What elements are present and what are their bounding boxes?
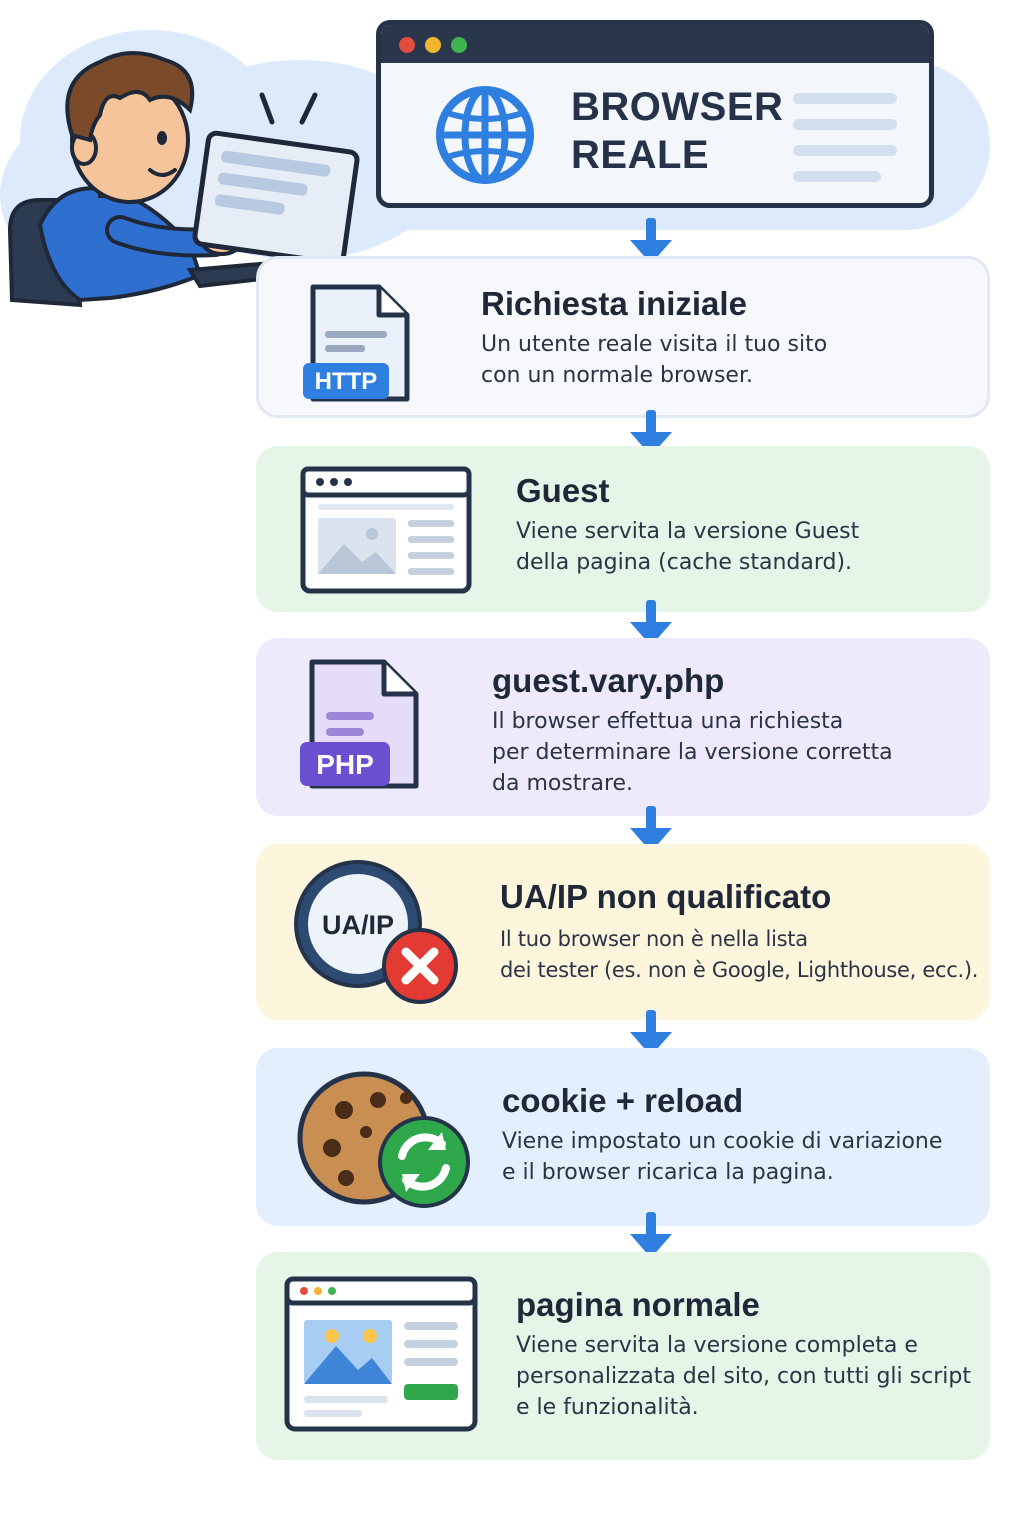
ua-ip-rejected-icon: UA/IP [294,860,458,1004]
maximize-dot-icon [451,37,467,53]
flow-arrow [630,600,672,646]
person-laptop-illustration [7,50,360,308]
guest-page-icon [300,466,472,594]
step-description: Il tuo browser non è nella lista dei tes… [500,927,979,982]
browser-window: BROWSER REALE [376,20,934,208]
flow-arrow [630,806,672,852]
flow-arrow [630,410,672,456]
step-card-initial-request: HTTP Richiesta iniziale Un utente reale … [256,256,990,418]
php-file-icon: PHP [300,659,419,789]
ua-ip-label: UA/IP [322,910,394,940]
browser-titlebar [381,25,929,63]
placeholder-line [793,119,897,130]
full-page-icon [284,1276,478,1432]
step-card-guest-vary-php: PHP guest.vary.php Il browser effettua u… [256,638,990,816]
step-card-ua-ip-not-qualified: UA/IP UA/IP non qualificato Il tuo brows… [256,844,990,1020]
placeholder-line [793,145,897,156]
flow-arrow [630,1212,672,1258]
step-description: Un utente reale visita il tuo sito con u… [481,332,828,388]
cookie-reload-icon [297,1071,470,1208]
step-title: pagina normale [516,1286,760,1323]
step-description: Il browser effettua una richiesta per de… [492,709,893,796]
http-label: HTTP [315,368,378,395]
reload-icon [378,1116,470,1208]
flow-arrow [630,218,672,264]
step-card-cookie-reload: cookie + reload Viene impostato un cooki… [256,1048,990,1226]
step-title: UA/IP non qualificato [500,878,832,915]
step-title: Richiesta iniziale [481,285,747,322]
flow-arrow [630,1010,672,1056]
placeholder-line [793,93,897,104]
placeholder-line [793,171,881,182]
step-title: guest.vary.php [492,662,725,699]
step-description: Viene impostato un cookie di variazione … [502,1129,943,1185]
step-card-normal-page: pagina normale Viene servita la versione… [256,1252,990,1460]
step-description: Viene servita la versione Guest della pa… [516,519,860,575]
step-title: Guest [516,472,610,509]
step-card-guest: Guest Viene servita la versione Guest de… [256,446,990,612]
browser-title: BROWSER REALE [571,85,784,177]
person-hair [65,50,195,143]
globe-icon [436,86,534,184]
step-title: cookie + reload [502,1082,744,1119]
close-dot-icon [399,37,415,53]
step-description: Viene servita la versione completa e per… [516,1333,971,1420]
http-file-icon: HTTP [303,284,410,402]
php-label: PHP [316,749,374,780]
minimize-dot-icon [425,37,441,53]
